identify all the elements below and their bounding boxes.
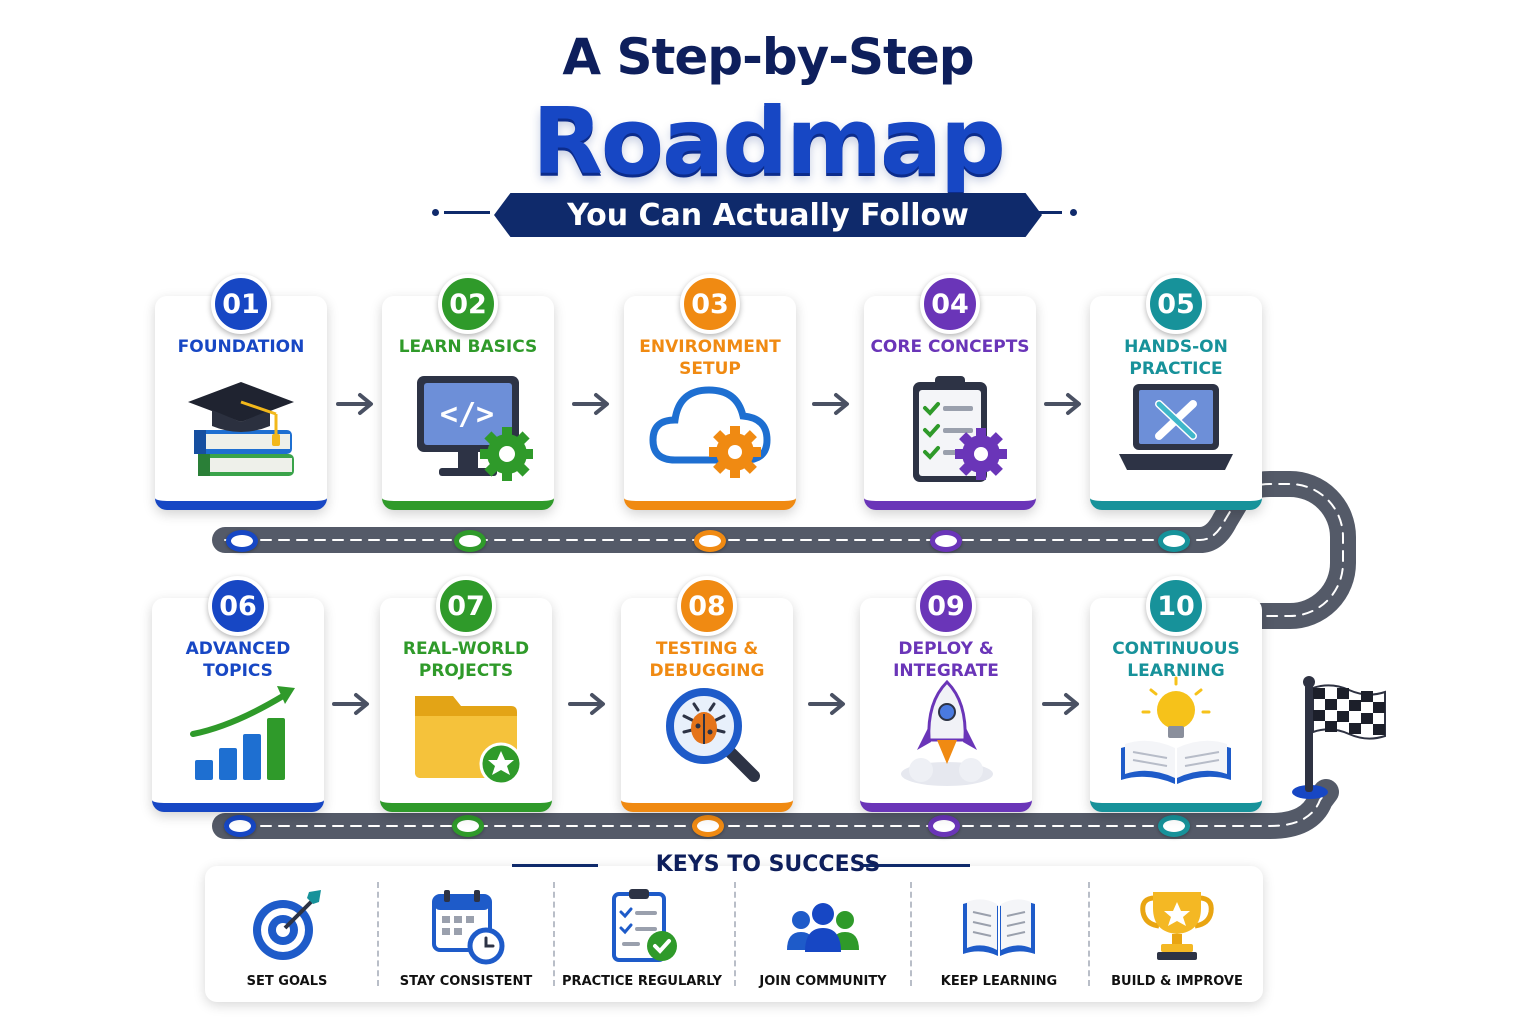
checklist-icon [612, 889, 677, 962]
subtitle-banner: You Can Actually Follow [494, 193, 1042, 237]
bug-magnifier-icon [666, 688, 760, 782]
finish-flag-icon [1292, 676, 1386, 799]
arrow-right-icon [568, 693, 605, 715]
keys-title-line-left [512, 864, 598, 867]
key-label: KEEP LEARNING [940, 974, 1058, 989]
road-stop-03 [694, 530, 726, 552]
step-number-badge: 03 [680, 274, 740, 334]
decor-line-left [444, 211, 490, 214]
key-item-stay-consistent: STAY CONSISTENT [378, 880, 554, 1000]
road-stop-10 [1158, 815, 1190, 837]
arrow-right-icon [572, 393, 609, 415]
decor-dot-right [1070, 209, 1077, 216]
step-card-06: 06 ADVANCED TOPICS [152, 576, 324, 831]
key-item-build-improve: BUILD & IMPROVE [1089, 880, 1265, 1000]
key-item-practice-regularly: PRACTICE REGULARLY [554, 880, 730, 1000]
arrow-right-icon [808, 693, 845, 715]
keys-title-line-right [860, 864, 970, 867]
step-number-badge: 08 [677, 576, 737, 636]
open-book-icon [963, 899, 1035, 956]
step-number-badge: 10 [1146, 576, 1206, 636]
step-label: HANDS-ON PRACTICE [1124, 337, 1228, 379]
road-stop-06 [224, 815, 256, 837]
step-label: TESTING & DEBUGGING [649, 639, 765, 681]
key-item-keep-learning: KEEP LEARNING [911, 880, 1087, 1000]
arrow-right-icon [1042, 693, 1079, 715]
road-stop-07 [452, 815, 484, 837]
folder-star-icon [415, 696, 523, 786]
step-label: REAL-WORLD PROJECTS [402, 639, 530, 681]
key-label: STAY CONSISTENT [399, 974, 533, 989]
clipboard-gear-icon [913, 376, 1007, 482]
step-number-badge: 02 [438, 274, 498, 334]
step-card-02: 02 LEARN BASICS </> [382, 274, 554, 529]
road-stop-01 [226, 530, 258, 552]
divider [1088, 882, 1090, 986]
step-card-05: 05 HANDS-ON PRACTICE [1090, 274, 1262, 529]
code-monitor-icon: </> [417, 376, 533, 481]
step-label: LEARN BASICS [398, 337, 538, 357]
step-label: FOUNDATION [177, 337, 305, 357]
road-stop-09 [928, 815, 960, 837]
step-number-badge: 01 [211, 274, 271, 334]
step-card-09: 09 DEPLOY & INTEGRATE [860, 576, 1032, 831]
keys-title: KEYS TO SUCCESS [655, 852, 881, 877]
rocket-icon [901, 679, 993, 786]
page-title: Roadmap [532, 88, 1006, 195]
key-label: SET GOALS [246, 974, 328, 989]
key-label: JOIN COMMUNITY [759, 974, 887, 989]
step-number-badge: 07 [436, 576, 496, 636]
step-label: DEPLOY & INTEGRATE [893, 639, 999, 681]
arrow-right-icon [812, 393, 849, 415]
step-number-badge: 09 [916, 576, 976, 636]
key-item-join-community: JOIN COMMUNITY [735, 880, 911, 1000]
lightbulb-book-icon [1121, 676, 1231, 784]
step-label: ADVANCED TOPICS [185, 639, 291, 681]
divider [377, 882, 379, 986]
target-icon [253, 890, 321, 960]
growth-chart-icon [190, 686, 295, 780]
key-label: BUILD & IMPROVE [1111, 974, 1243, 989]
decor-dot-left [432, 209, 439, 216]
divider [910, 882, 912, 986]
laptop-tools-icon [1119, 384, 1233, 470]
svg-text:</>: </> [440, 397, 494, 432]
divider [553, 882, 555, 986]
calendar-clock-icon [432, 890, 505, 965]
step-number-badge: 06 [208, 576, 268, 636]
key-item-set-goals: SET GOALS [199, 880, 375, 1000]
step-number-badge: 05 [1146, 274, 1206, 334]
step-card-03: 03 ENVIRONMENT SETUP [624, 274, 796, 529]
arrow-right-icon [332, 693, 369, 715]
road-stop-08 [692, 815, 724, 837]
divider [734, 882, 736, 986]
arrow-right-icon [1044, 393, 1081, 415]
step-card-04: 04 CORE CONCEPTS [864, 274, 1036, 529]
step-card-08: 08 TESTING & DEBUGGING [621, 576, 793, 831]
step-card-07: 07 REAL-WORLD PROJECTS [380, 576, 552, 831]
road-stop-04 [930, 530, 962, 552]
community-icon [787, 903, 859, 952]
key-label: PRACTICE REGULARLY [562, 974, 722, 989]
step-label: CONTINUOUS LEARNING [1112, 639, 1240, 681]
road-stop-05 [1158, 530, 1190, 552]
step-label: ENVIRONMENT SETUP [639, 337, 781, 379]
road-stop-02 [454, 530, 486, 552]
graduation-books-icon [188, 382, 294, 476]
title-line-1: A Step-by-Step [562, 28, 974, 86]
trophy-icon [1140, 892, 1214, 960]
cloud-gear-icon [649, 386, 771, 478]
step-number-badge: 04 [920, 274, 980, 334]
step-label: CORE CONCEPTS [870, 337, 1030, 357]
step-card-01: 01 FOUNDATION [155, 274, 327, 529]
arrow-right-icon [336, 393, 373, 415]
step-card-10: 10 CONTINUOUS LEARNING [1090, 576, 1262, 831]
